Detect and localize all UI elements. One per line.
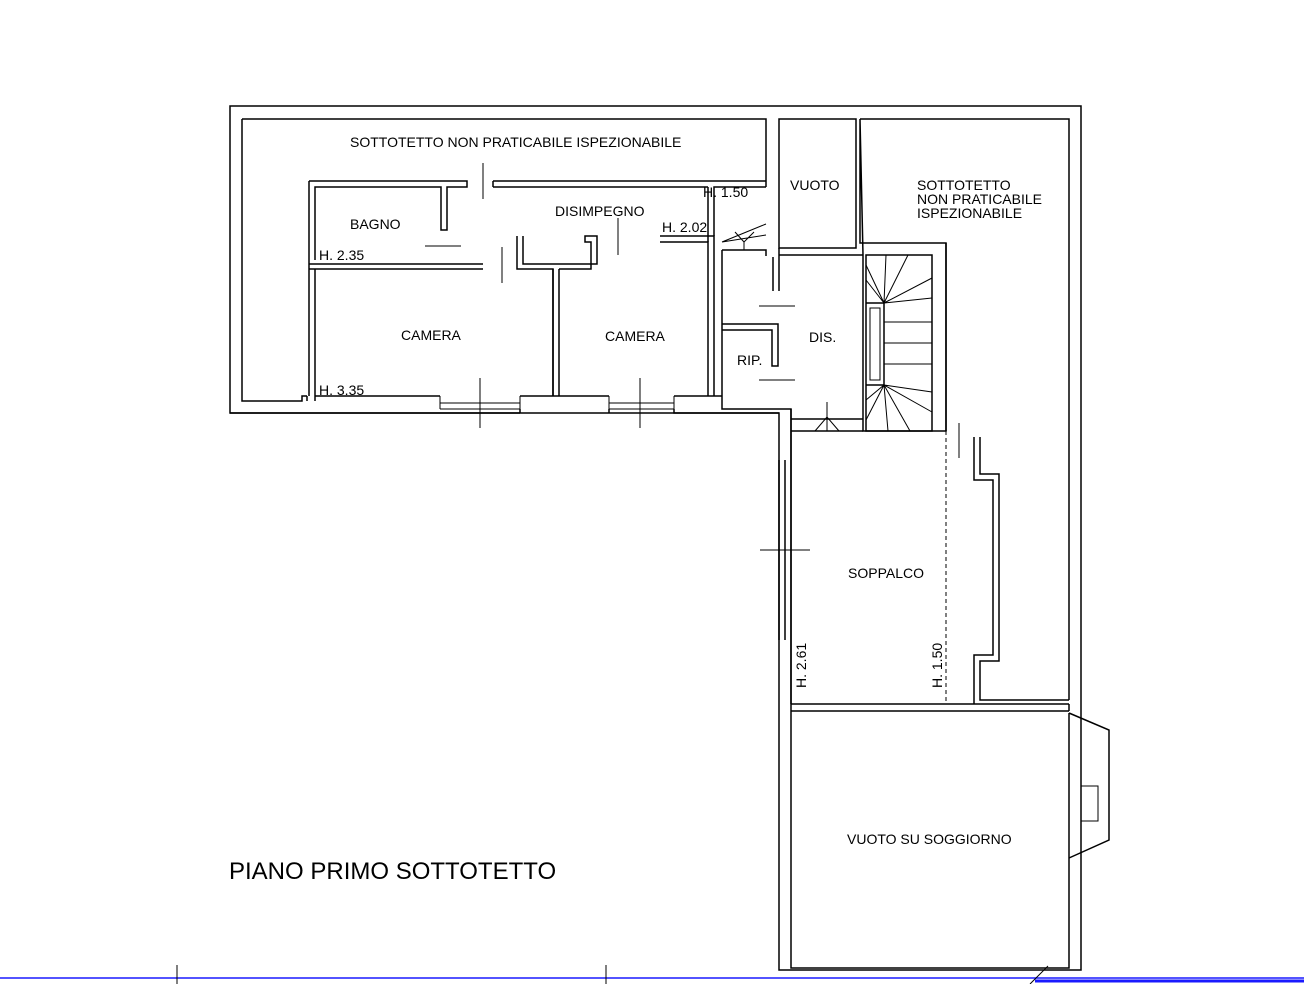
height-label-150-top: H. 1.50 bbox=[703, 184, 748, 200]
disimpegno-label: DISIMPEGNO bbox=[555, 203, 645, 219]
height-label-335: H. 3.35 bbox=[319, 382, 364, 398]
height-label-261: H. 2.61 bbox=[793, 643, 809, 688]
camera-2-label: CAMERA bbox=[605, 328, 666, 344]
left-wing-walls bbox=[308, 163, 767, 396]
attic-right-label-3: ISPEZIONABILE bbox=[917, 205, 1022, 221]
height-label-202: H. 2.02 bbox=[662, 219, 707, 235]
plan-title: PIANO PRIMO SOTTOTETTO bbox=[229, 858, 556, 885]
right-walls bbox=[760, 118, 1110, 859]
bagno-label: BAGNO bbox=[350, 216, 401, 232]
soppalco-label: SOPPALCO bbox=[848, 565, 924, 581]
central-walls bbox=[721, 118, 947, 432]
height-label-150-soppalco: H. 1.50 bbox=[929, 643, 945, 688]
rip-label: RIP. bbox=[737, 352, 762, 368]
height-label-235: H. 2.35 bbox=[319, 247, 364, 263]
vuoto-soggiorno-label: VUOTO SU SOGGIORNO bbox=[847, 831, 1012, 847]
attic-right-label-2: NON PRATICABILE bbox=[917, 191, 1042, 207]
attic-top-label: SOTTOTETTO NON PRATICABILE ISPEZIONABILE bbox=[350, 134, 681, 150]
stair-steps bbox=[865, 254, 933, 432]
grid-lines bbox=[0, 965, 1304, 984]
attic-right-label-1: SOTTOTETTO bbox=[917, 177, 1011, 193]
dis-label: DIS. bbox=[809, 329, 836, 345]
vuoto-label: VUOTO bbox=[790, 177, 840, 193]
camera-1-label: CAMERA bbox=[401, 327, 462, 343]
